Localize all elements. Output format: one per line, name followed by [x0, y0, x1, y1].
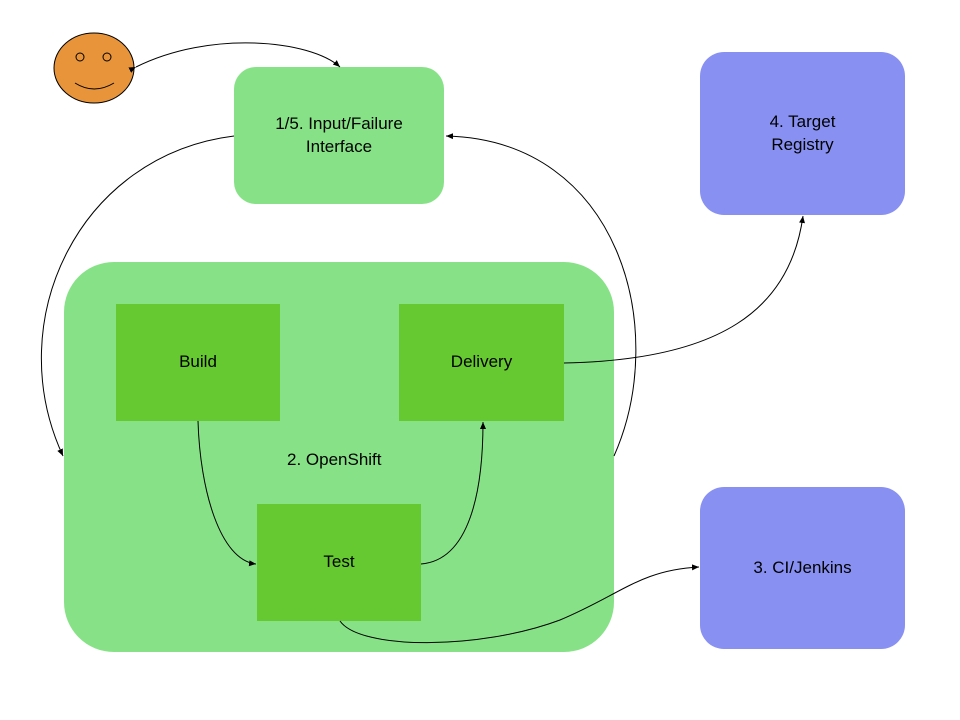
edge-user-interface	[128, 42, 341, 73]
edge-interface-to-openshift	[40, 135, 235, 457]
smiley-face-icon	[53, 32, 135, 104]
edge-build-to-test	[197, 420, 257, 567]
input-failure-interface-node: 1/5. Input/Failure Interface	[234, 67, 444, 204]
test-node: Test	[257, 504, 421, 621]
test-label: Test	[323, 552, 355, 572]
edge-delivery-to-registry	[563, 215, 806, 364]
build-label: Build	[179, 352, 217, 372]
input-failure-interface-label: 1/5. Input/Failure Interface	[275, 114, 403, 156]
build-node: Build	[116, 304, 280, 421]
edge-test-to-delivery	[420, 421, 486, 565]
target-registry-label: 4. Target Registry	[769, 112, 836, 154]
ci-jenkins-node: 3. CI/Jenkins	[700, 487, 905, 649]
target-registry-node: 4. Target Registry	[700, 52, 905, 215]
delivery-node: Delivery	[399, 304, 564, 421]
edge-openshift-to-interface	[445, 133, 637, 457]
openshift-label: 2. OpenShift	[287, 450, 382, 469]
edge-test-to-jenkins	[339, 564, 700, 644]
delivery-label: Delivery	[450, 352, 513, 372]
ci-jenkins-label: 3. CI/Jenkins	[753, 557, 852, 577]
